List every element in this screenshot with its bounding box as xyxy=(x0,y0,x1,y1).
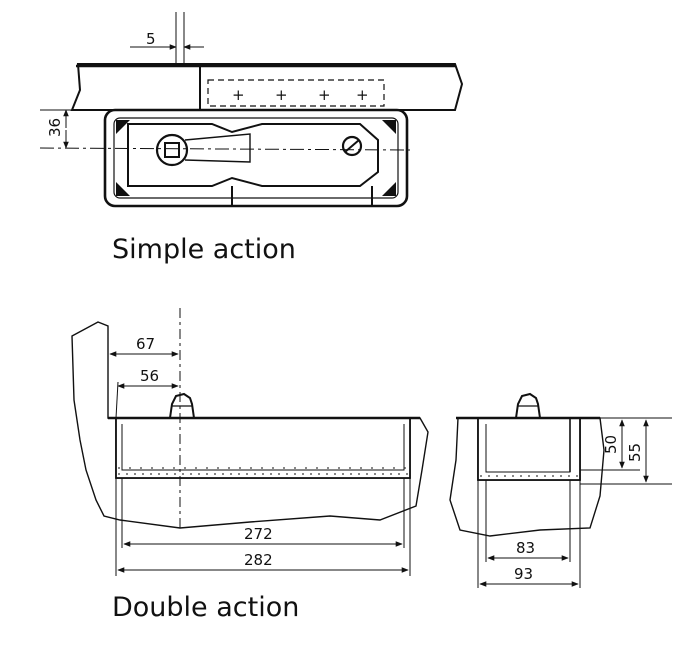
double-action-figure: 67 56 272 282 Double action xyxy=(71,308,429,623)
plus-mark: + xyxy=(232,86,245,104)
grout-dots xyxy=(118,467,408,475)
dim-double-left-inner: 56 xyxy=(140,367,159,385)
dim-double-length-inner: 272 xyxy=(244,525,273,543)
pivot-knob xyxy=(168,392,196,419)
caption-simple-action: Simple action xyxy=(112,234,296,265)
dim-side-width-inner: 83 xyxy=(516,539,535,557)
double-action-side-section: 50 55 83 93 xyxy=(449,392,672,588)
simple-action-figure: + + + + xyxy=(39,12,464,265)
dim-double-length-outer: 282 xyxy=(244,551,273,569)
plus-mark: + xyxy=(356,86,369,104)
plus-mark: + xyxy=(318,86,331,104)
caption-double-action: Double action xyxy=(112,592,299,623)
dim-side-depth-outer: 55 xyxy=(626,443,644,462)
plus-mark: + xyxy=(275,86,288,104)
dim-side-depth-inner: 50 xyxy=(602,435,620,454)
closer-body-top-view xyxy=(103,108,409,208)
dim-simple-height: 36 xyxy=(46,118,64,137)
dim-simple-offset: 5 xyxy=(146,30,156,48)
pivot-knob-side xyxy=(514,392,542,419)
door-panel: + + + + xyxy=(70,63,464,111)
dim-side-width-outer: 93 xyxy=(514,565,533,583)
dim-double-left-outer: 67 xyxy=(136,335,155,353)
